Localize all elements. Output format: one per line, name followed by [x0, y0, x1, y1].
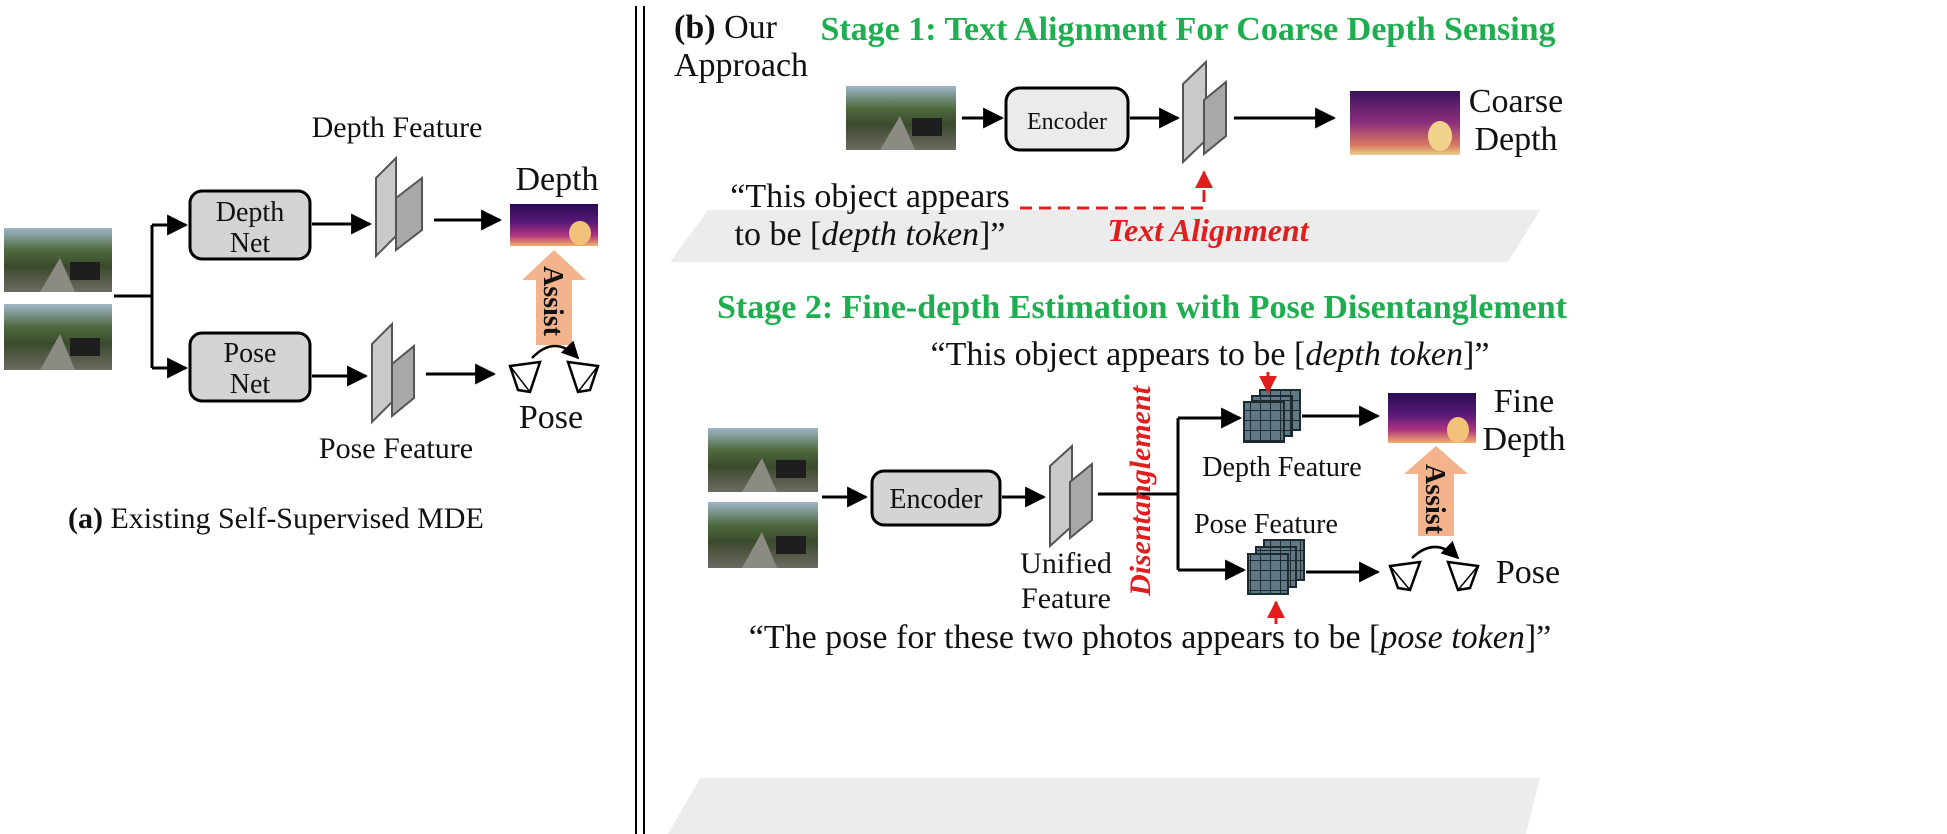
pose-label-b: Pose: [1496, 554, 1560, 591]
pose-cameras-a: [508, 340, 600, 394]
depth-feature-label-b: Depth Feature: [1202, 452, 1361, 483]
disentanglement-label: Disentanglement: [1124, 384, 1157, 597]
stage2-title: Stage 2: Fine-depth Estimation with Pose…: [717, 289, 1568, 326]
unified-feature-line1: Unified: [1020, 547, 1112, 580]
panel-b-label-line2: Approach: [674, 47, 808, 84]
input-photo-a2: [4, 304, 112, 370]
stage1-title: Stage 1: Text Alignment For Coarse Depth…: [820, 11, 1555, 48]
prompt1-line2: to be [depth token]”: [735, 216, 1006, 253]
encoder2-label: Encoder: [889, 484, 983, 515]
depth-map-a: [510, 204, 598, 246]
panel-a-caption: (a) Existing Self-Supervised MDE: [68, 502, 484, 535]
branch-connector-a: [114, 225, 154, 368]
pose-cameras-b: [1388, 540, 1480, 592]
panel-b: (b) Our Approach Stage 1: Text Alignment…: [668, 9, 1568, 834]
disentangle-branch: [1098, 418, 1180, 570]
assist-label-a: Assist: [537, 266, 568, 337]
text-alignment-label: Text Alignment: [1107, 212, 1309, 248]
input-photo-b2: [708, 428, 818, 492]
prompt1-line1: “This object appears: [730, 178, 1009, 215]
pose-net-box: Pose Net: [188, 331, 312, 403]
depth-grid-feature: [1243, 389, 1301, 443]
pose-net-line2: Net: [230, 369, 271, 400]
pose-feature-maps-a: [371, 321, 415, 425]
fine-depth-map: [1388, 393, 1476, 443]
assist-arrow-a: Assist: [522, 250, 586, 345]
coarse-depth-map: [1350, 91, 1460, 155]
prompt2: “This object appears to be [depth token]…: [931, 336, 1490, 373]
encoder-box-1: Encoder: [1004, 86, 1130, 152]
depth-net-box: Depth Net: [188, 189, 312, 261]
prompt3: “The pose for these two photos appears t…: [749, 619, 1552, 656]
depth-feature-label-a: Depth Feature: [312, 111, 483, 144]
unified-feature-line2: Feature: [1021, 582, 1111, 615]
pose-feature-label-b: Pose Feature: [1194, 509, 1338, 540]
pose-label-a: Pose: [519, 399, 583, 436]
assist-arrow-b: Assist: [1404, 446, 1468, 536]
pose-net-line1: Pose: [224, 338, 277, 369]
panel-b-label: (b) Our: [674, 9, 778, 46]
assist-label-b: Assist: [1419, 464, 1450, 535]
depth-label-a: Depth: [515, 161, 598, 198]
input-photo-b3: [708, 502, 818, 568]
pose-grid-feature: [1247, 539, 1305, 595]
input-photo-a1: [4, 228, 112, 292]
depth-net-line2: Net: [230, 228, 271, 259]
stage1-feature-maps: [1182, 59, 1227, 165]
fine-depth-line2: Depth: [1482, 421, 1565, 458]
fine-depth-line1: Fine: [1494, 383, 1554, 420]
encoder-box-2: Encoder: [870, 469, 1002, 527]
text-band-2: [668, 778, 1540, 834]
panel-a: Depth Net Pose Net Depth Feature Pose Fe…: [4, 111, 600, 535]
pose-feature-label-a: Pose Feature: [319, 432, 473, 465]
text-band-1: [670, 210, 1540, 262]
coarse-depth-line1: Coarse: [1469, 83, 1563, 120]
depth-feature-maps-a: [375, 155, 423, 259]
coarse-depth-line2: Depth: [1474, 121, 1557, 158]
text-alignment-arrow: [1020, 170, 1213, 210]
panel-divider: [635, 6, 645, 834]
input-photo-b1: [846, 86, 956, 150]
depth-net-line1: Depth: [216, 197, 284, 228]
encoder1-label: Encoder: [1027, 109, 1107, 135]
unified-feature-maps: [1049, 443, 1093, 549]
